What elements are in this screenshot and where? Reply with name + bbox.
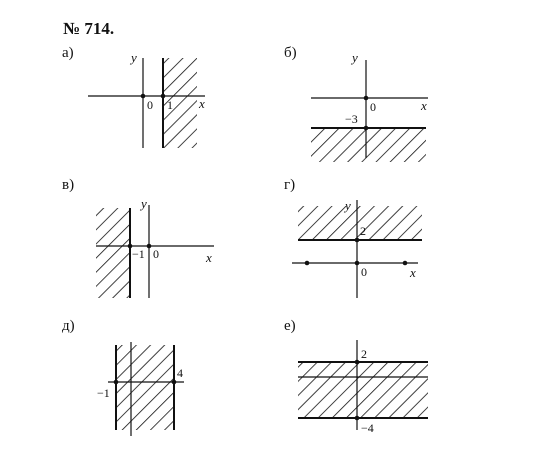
panel-d: г) y x 2 0 [284, 177, 422, 298]
panel-d-origin-dot [354, 260, 360, 266]
panel-b-hatched-region [311, 128, 426, 162]
panel-e-hatched-region [116, 345, 174, 430]
panel-b-y-label: y [350, 50, 358, 65]
panel-c-tick-neg1: −1 [132, 247, 145, 261]
panel-d-dot-right [402, 260, 408, 266]
panel-f-tick-neg4: −4 [361, 421, 374, 435]
panel-e-point-neg1 [113, 379, 119, 385]
panel-d-tick-2: 2 [360, 224, 366, 238]
page-title: № 714. [63, 19, 115, 38]
panel-a-point-1 [160, 93, 166, 99]
panel-c-y-label: y [139, 196, 147, 211]
panel-f-point-neg4 [354, 415, 360, 421]
panel-c-hatched-region [96, 208, 130, 298]
panel-d-hatched-region [298, 206, 422, 240]
panel-b: б) y x 0 −3 [284, 45, 428, 162]
panel-c-origin-dot [146, 243, 152, 249]
panel-c-point-neg1 [127, 243, 133, 249]
panel-f-label: е) [284, 318, 296, 334]
panel-e: д) −1 4 [62, 318, 184, 436]
panel-a-x-label: x [198, 96, 205, 111]
panel-f-tick-2: 2 [361, 347, 367, 361]
panel-e-point-4 [171, 379, 177, 385]
panel-b-tick-neg3: −3 [345, 112, 358, 126]
panel-e-tick-4: 4 [177, 366, 183, 380]
panel-a: а) y x 0 1 [62, 45, 205, 148]
panel-a-tick-1: 1 [167, 98, 173, 112]
panel-d-x-label: x [409, 265, 416, 280]
panel-a-hatched-region [163, 58, 197, 148]
panel-d-label: г) [284, 177, 295, 193]
panel-d-tick-0: 0 [361, 265, 367, 279]
panel-c-tick-0: 0 [153, 247, 159, 261]
panel-b-label: б) [284, 45, 297, 61]
panel-a-origin-dot [140, 93, 146, 99]
panel-b-origin-dot [363, 95, 369, 101]
panel-a-y-label: y [129, 50, 137, 65]
panel-b-x-label: x [420, 98, 427, 113]
panel-e-label: д) [62, 318, 75, 334]
panel-c-x-label: x [205, 250, 212, 265]
panel-d-y-label: y [343, 198, 351, 213]
panel-c: в) y x −1 0 [62, 177, 214, 298]
panel-a-tick-0: 0 [147, 98, 153, 112]
panel-b-point-neg3 [363, 125, 369, 131]
panel-d-point-2 [354, 237, 360, 243]
panel-a-label: а) [62, 45, 74, 61]
panel-f: е) 2 −4 [284, 318, 428, 435]
panel-b-tick-0: 0 [370, 100, 376, 114]
panel-d-dot-left [304, 260, 310, 266]
panel-c-label: в) [62, 177, 74, 193]
panel-f-hatched-region [298, 362, 428, 418]
panel-f-point-2 [354, 359, 360, 365]
panel-e-tick-neg1: −1 [97, 386, 110, 400]
